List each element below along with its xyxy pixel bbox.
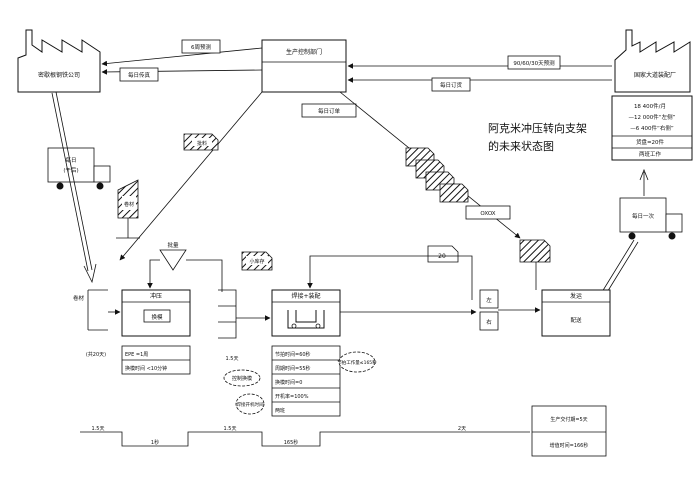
material-kanban-label: 批料 [197,140,207,147]
fifo-lanes: 左 右 [479,289,499,331]
supplier-forecast-label: 6周预测 [191,43,211,51]
fifo-left-label: 左 [486,296,492,304]
supermarket: 1.5天 [218,289,239,362]
supplier-fax-label: 每日传真 [128,71,151,79]
supplier-info-flows: 6周预测 每日传真 [101,39,263,82]
stamping-data-2: 换模时间 <10分钟 [125,365,167,372]
withdrawal-kanban-stack [405,147,469,203]
customer-shipment-arrow [601,239,639,295]
weld-data-3: 换模时间=0 [275,379,302,386]
store-kanban: 小库存 [241,251,273,271]
production-kanban [519,239,551,263]
timeline-wait-3: 2天 [458,426,466,432]
weld-data-1: 节拍时间=60秒 [275,351,311,358]
weld-kaizen-burst-2: 焊接开机时间 [235,393,265,415]
customer-pull-arrow [639,168,649,196]
control-name: 生产控制部门 [286,48,322,56]
weld-kaizen-burst-1: 节拍工作量≤165秒 [337,351,377,373]
fifo-right-label: 右 [486,318,492,326]
schedule-box: 每日订单 [301,103,357,118]
signal-kanban-label: 卷材 [124,201,134,208]
weld-data-4: 开机率=100% [275,393,309,400]
timeline-proc-2: 165秒 [284,439,299,446]
batch-count-label: 20 [438,253,446,260]
stamping-data-1: EPE =1周 [125,352,148,358]
value-added-total: 增值时间=166秒 [550,442,589,449]
schedule-label: 每日订单 [318,107,341,115]
customer-name: 国家大道装配厂 [634,71,676,79]
supplier-truck-label-2: (午后) [63,166,78,174]
store-label: 小库存 [249,258,264,265]
weld-kaizen-1-label: 节拍工作量≤165秒 [337,359,377,366]
supplier-shipment-arrow [51,91,97,284]
weld-kaizen-2-label: 焊接开机时间 [237,401,264,408]
customer-info-1: 18 400件/月 [634,102,666,110]
timeline-proc-1: 1秒 [151,439,159,446]
batch-kanban: 20 [427,245,459,263]
stamping-name: 冲压 [150,292,162,300]
customer-info-2: —12 000件“左侧” [629,113,676,121]
timeline: 1.5天 1.5天 2天 1秒 165秒 生产交付期=5天 增值时间=166秒 [80,405,607,457]
batch-loop-arrow [307,255,473,300]
supplier-factory: 密歇根钢铁公司 [17,29,101,93]
raw-material-inventory: 卷材 (共20天) [73,289,108,358]
control-to-signal-arrow [119,91,263,261]
customer-truck: 每日一次 [619,197,683,240]
timeline-wait-1: 1.5天 [92,426,105,432]
timeline-wait-2: 1.5天 [224,426,237,432]
stamping-kaizen-burst: 控制换模 [223,369,261,387]
oxox-box: OXOX [465,205,511,220]
stamping-op: 换模 [151,313,163,321]
customer-info-5: 两班工作 [639,150,662,158]
customer-info-flows: 90/60/30天预测 每日订货 [347,55,612,92]
weld-data-2: 周期时间=55秒 [275,365,311,372]
customer-order-label: 每日订货 [440,81,463,89]
raw-material-label: 卷材 [73,294,85,302]
customer-info-4: 货盘=20件 [636,138,665,146]
customer-data-box: 18 400件/月 —12 000件“左侧” —6 400件“右侧” 货盘=20… [611,95,693,161]
weld-process: 焊接+装配 节拍时间=60秒 周期时间=55秒 换模时间=0 开机率=100% … [271,289,341,417]
title-line-1: 阿克米冲压转向支架 [488,121,587,135]
weld-data-5: 两班 [275,407,285,414]
scheduler-label: 批量 [167,241,179,249]
supplier-truck: 每日 (午后) [47,147,111,190]
raw-material-days: (共20天) [86,351,106,358]
diagram-title: 阿克米冲压转向支架 的未来状态图 [488,121,587,153]
shipping-process: 发运 配送 [541,289,611,337]
weld-name: 焊接+装配 [291,292,320,300]
title-line-2: 的未来状态图 [488,139,554,153]
production-control-box: 生产控制部门 [261,39,347,93]
customer-factory: 国家大道装配厂 [614,29,691,93]
scheduler-signal: 批量 [159,241,187,271]
lead-time-total: 生产交付期=5天 [550,416,587,423]
customer-info-3: —6 400件“右侧” [630,124,674,132]
customer-truck-label: 每日一次 [632,212,655,220]
shipping-name: 发运 [570,292,582,300]
customer-forecast-label: 90/60/30天预测 [513,59,555,67]
stamping-kaizen-label: 控制换模 [232,375,252,382]
stamping-inventory: 1.5天 [226,356,239,362]
oxox-label: OXOX [480,211,495,217]
material-kanban: 批料 [183,133,219,151]
stamping-process: 冲压 换模 EPE =1周 换模时间 <10分钟 [121,289,191,375]
supplier-name: 密歇根钢铁公司 [38,71,80,79]
shipping-op: 配送 [570,316,582,324]
supplier-truck-label-1: 每日 [65,156,76,164]
signal-kanban-post: 卷材 [116,179,140,239]
